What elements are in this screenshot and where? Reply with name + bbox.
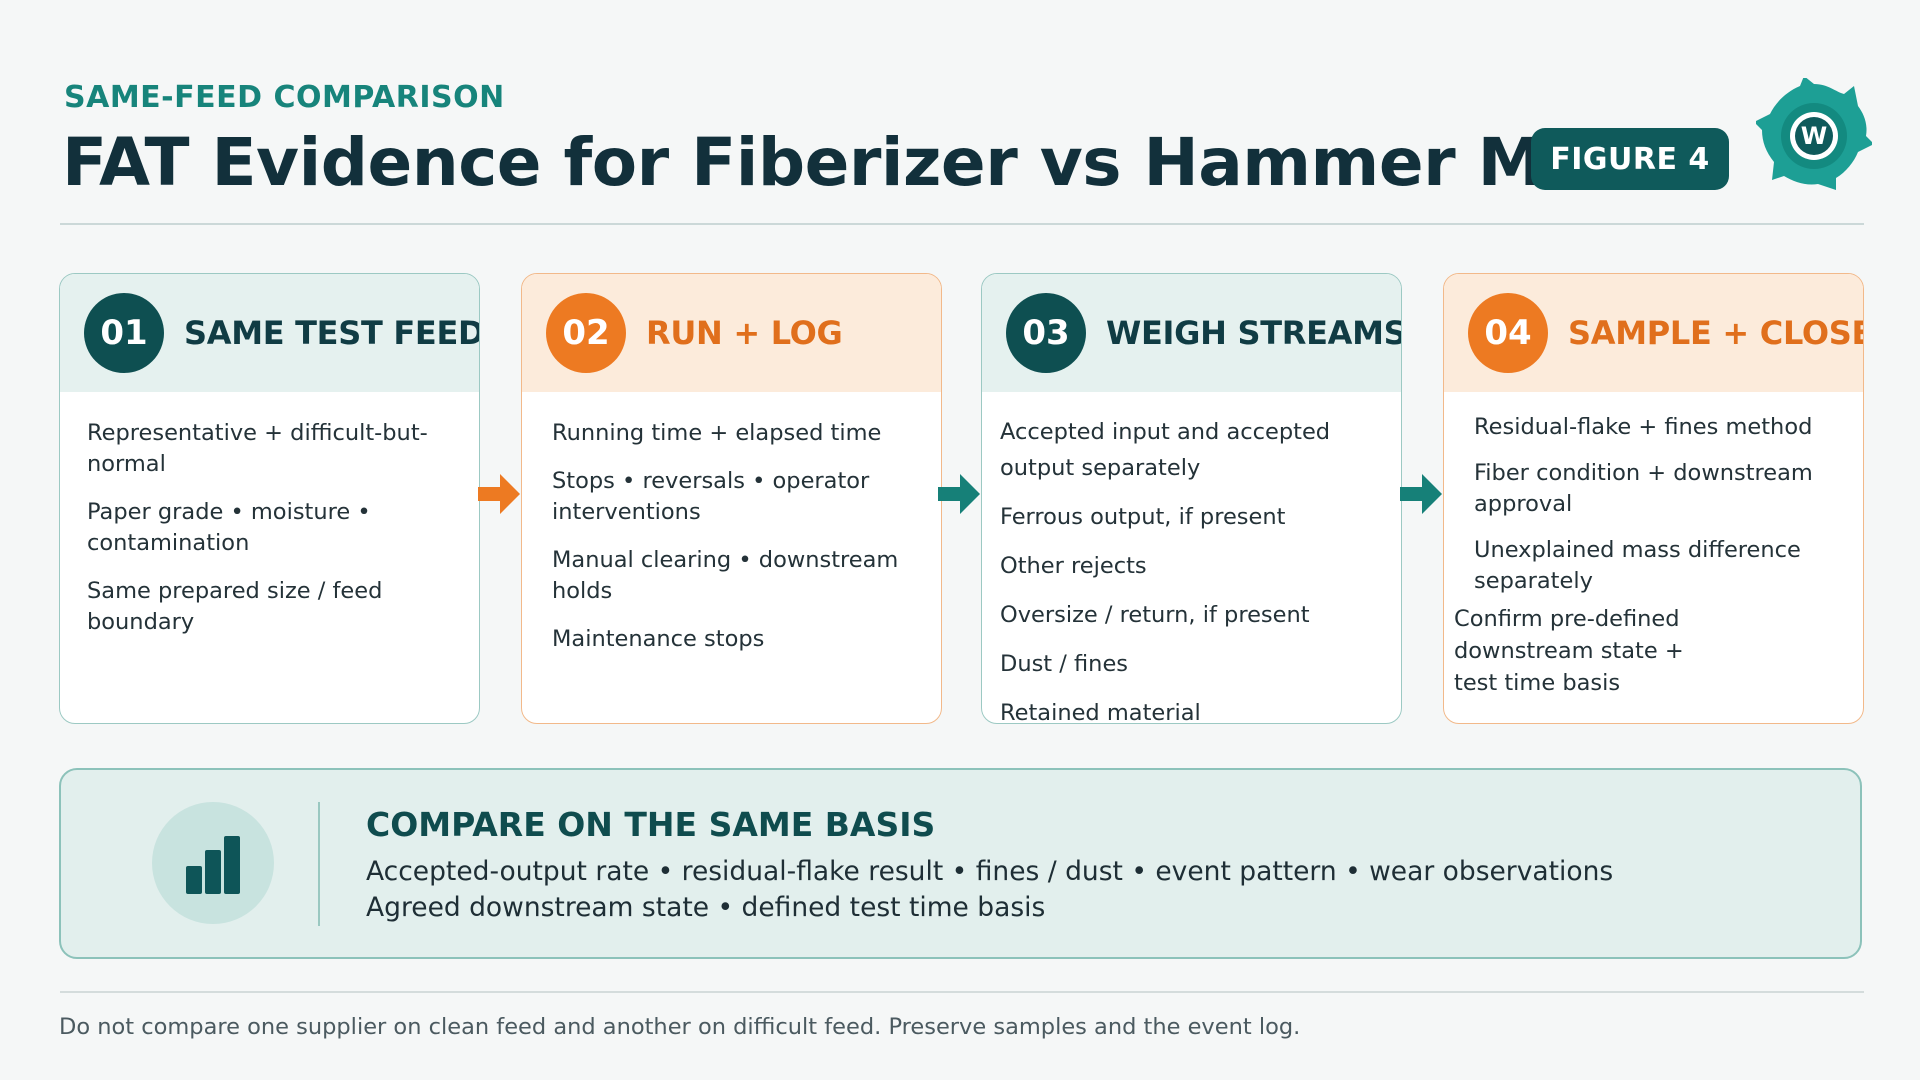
step-item: Fiber condition + downstream approval	[1474, 460, 1813, 517]
step-header: 03 WEIGH STREAMS	[982, 274, 1401, 392]
step-title: SAMPLE + CLOSE	[1568, 314, 1864, 352]
step-item: Other rejects	[1000, 553, 1147, 579]
step-body: Representative + difficult-but-normal Pa…	[60, 392, 479, 638]
eyebrow-label: SAME-FEED COMPARISON	[64, 80, 505, 115]
step-item: Oversize / return, if present	[1000, 602, 1310, 628]
gear-logo-icon: W	[1756, 78, 1872, 190]
compare-criteria-line: Accepted-output rate • residual-flake re…	[366, 856, 1614, 887]
page-title: FAT Evidence for Fiberizer vs Hammer Mil…	[62, 124, 1610, 201]
footer-divider	[60, 991, 1864, 993]
step-body: Accepted input and accepted output separ…	[982, 392, 1401, 724]
svg-text:W: W	[1801, 122, 1827, 150]
step-item: Dust / fines	[1000, 651, 1129, 677]
step-title: RUN + LOG	[646, 314, 843, 352]
panel-divider	[318, 802, 320, 926]
step-item: Confirm pre-defined downstream state + t…	[1454, 606, 1684, 696]
bar-chart-icon	[152, 802, 274, 924]
step-title: WEIGH STREAMS	[1106, 314, 1402, 352]
step-body: Running time + elapsed time Stops • reve…	[522, 392, 941, 655]
compare-panel: COMPARE ON THE SAME BASIS Accepted-outpu…	[59, 768, 1862, 959]
step-header: 02 RUN + LOG	[522, 274, 941, 392]
figure-badge: FIGURE 4	[1531, 128, 1729, 190]
step-card-1: 01 SAME TEST FEED Representative + diffi…	[59, 273, 480, 724]
arrow-right-icon	[478, 474, 520, 514]
step-item: Manual clearing • downstream holds	[552, 547, 899, 604]
step-number-badge: 03	[1006, 293, 1086, 373]
step-item: Representative + difficult-but-normal	[87, 420, 428, 477]
step-title: SAME TEST FEED	[184, 314, 480, 352]
step-number-badge: 04	[1468, 293, 1548, 373]
step-item: Running time + elapsed time	[552, 420, 882, 446]
footnote: Do not compare one supplier on clean fee…	[59, 1014, 1301, 1040]
step-header: 04 SAMPLE + CLOSE	[1444, 274, 1863, 392]
step-item: Retained material	[1000, 700, 1201, 724]
step-item: Accepted input and accepted output separ…	[1000, 419, 1331, 481]
step-item: Ferrous output, if present	[1000, 504, 1286, 530]
step-item: Maintenance stops	[552, 626, 765, 652]
step-card-2: 02 RUN + LOG Running time + elapsed time…	[521, 273, 942, 724]
step-item: Same prepared size / feed boundary	[87, 578, 383, 635]
compare-title: COMPARE ON THE SAME BASIS	[366, 805, 936, 844]
step-item: Paper grade • moisture • contamination	[87, 499, 371, 556]
header-divider	[60, 223, 1864, 225]
compare-criteria-line: Agreed downstream state • defined test t…	[366, 892, 1046, 923]
step-item: Residual-flake + fines method	[1474, 414, 1813, 440]
step-header: 01 SAME TEST FEED	[60, 274, 479, 392]
step-item: Stops • reversals • operator interventio…	[552, 468, 870, 525]
arrow-right-icon	[1400, 474, 1442, 514]
step-item: Unexplained mass difference separately	[1474, 537, 1801, 594]
step-number-badge: 01	[84, 293, 164, 373]
step-card-4: 04 SAMPLE + CLOSE Residual-flake + fines…	[1443, 273, 1864, 724]
arrow-right-icon	[938, 474, 980, 514]
step-number-badge: 02	[546, 293, 626, 373]
step-card-3: 03 WEIGH STREAMS Accepted input and acce…	[981, 273, 1402, 724]
step-body: Residual-flake + fines method Fiber cond…	[1444, 392, 1863, 699]
